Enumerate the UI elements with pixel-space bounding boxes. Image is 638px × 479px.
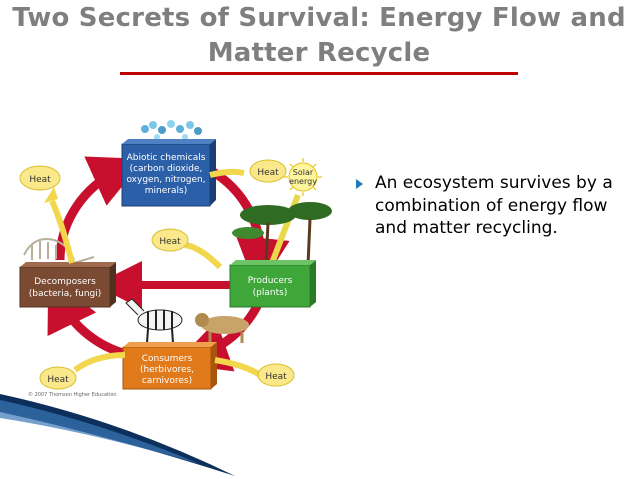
heat-arrow-abiotic: Heat (209, 159, 287, 183)
sun-icon: Solar energy (284, 158, 322, 196)
heat-arrow-consumers-right: Heat (214, 357, 295, 387)
consumers-box: Consumers (herbivores, carnivores) (122, 342, 217, 390)
zebra-illustration (125, 298, 183, 344)
decomposers-box: Decomposers (bacteria, fungi) (19, 262, 116, 308)
heat-label-middle: Heat (159, 237, 181, 247)
slide-title-line-2: Matter Recycle (207, 38, 431, 68)
lion-illustration (195, 313, 249, 343)
trees-illustration (232, 202, 332, 266)
molecules-illustration (141, 120, 202, 140)
title-underline (120, 72, 518, 75)
heat-arrow-producers: Heat (151, 228, 223, 270)
bullet-text: An ecosystem survives by a combination o… (375, 173, 613, 238)
consumers-label-1: Consumers (142, 354, 193, 364)
abiotic-label-1: Abiotic chemicals (127, 153, 206, 163)
heat-label-bottomright: Heat (265, 372, 287, 382)
consumers-label-2: (herbivores, (140, 365, 194, 375)
decorative-swoosh (0, 394, 235, 476)
heat-label-bottomleft: Heat (47, 375, 69, 385)
heat-arrow-decomposers: Heat (19, 165, 75, 264)
producers-label-1: Producers (248, 276, 293, 286)
producers-label-2: (plants) (253, 288, 288, 298)
heat-arrow-consumers-left: Heat (39, 352, 126, 390)
consumers-label-3: carnivores) (142, 376, 192, 386)
solar-label-1: Solar (293, 168, 314, 177)
heat-label-top: Heat (257, 168, 279, 178)
solar-label-2: energy (289, 177, 317, 186)
bullet-arrow-icon (356, 179, 363, 189)
abiotic-label-2: (carbon dioxide, (130, 164, 203, 174)
copyright-note: © 2007 Thomson Higher Education (28, 391, 117, 398)
abiotic-chemicals-box: Abiotic chemicals (carbon dioxide, oxyge… (121, 139, 216, 207)
heat-label-topleft: Heat (29, 175, 51, 185)
ecosystem-cycle-diagram: Abiotic chemicals (carbon dioxide, oxyge… (19, 120, 332, 398)
producers-box: Producers (plants) (229, 260, 316, 308)
abiotic-label-4: minerals) (145, 186, 187, 196)
abiotic-label-3: oxygen, nitrogen, (126, 175, 205, 185)
decomposers-label-2: (bacteria, fungi) (29, 289, 102, 299)
slide-title-line-1: Two Secrets of Survival: Energy Flow and (12, 3, 626, 33)
decomposers-label-1: Decomposers (34, 277, 96, 287)
